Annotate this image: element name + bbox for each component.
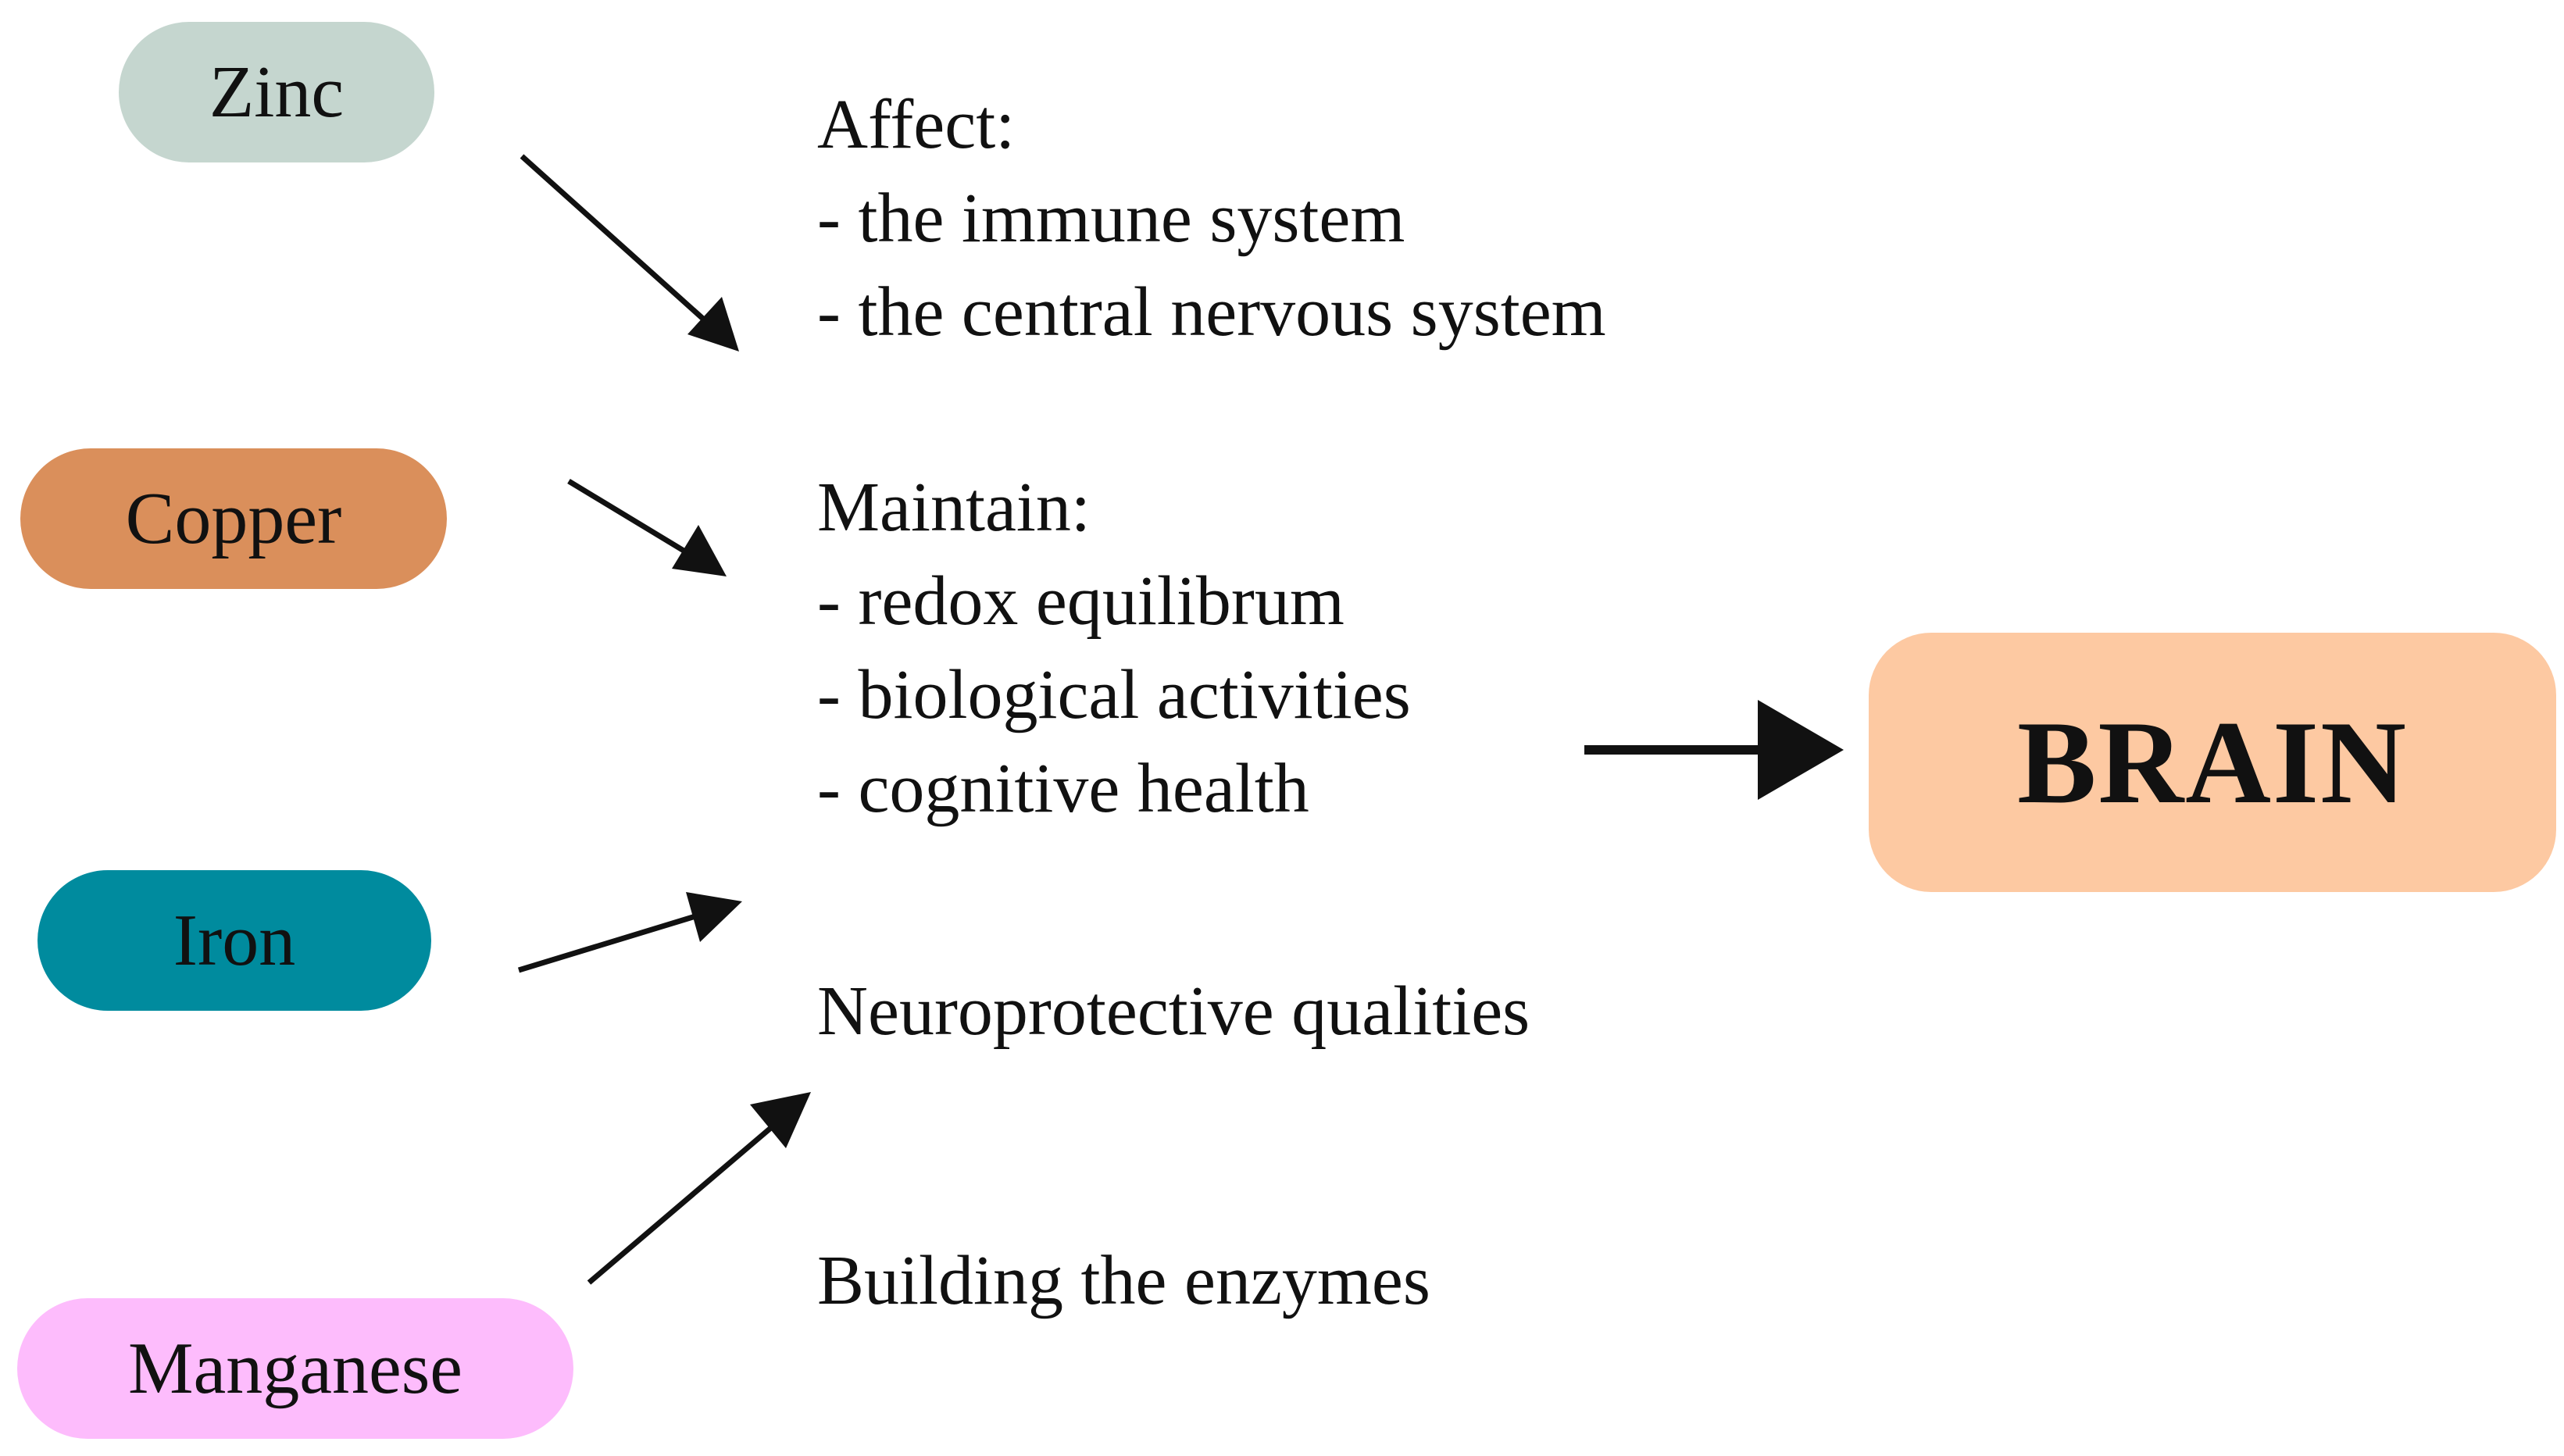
enzymes-label: Building the enzymes	[817, 1242, 1430, 1319]
manganese-label: Manganese	[127, 1328, 463, 1409]
affect-block: Affect: - the immune system - the centra…	[817, 78, 1606, 359]
copper-pill: Copper	[20, 448, 447, 589]
manganese-pill: Manganese	[17, 1298, 573, 1439]
maintain-block: Maintain: - redox equilibrum - biologica…	[817, 461, 1411, 836]
neuroprotective-label: Neuroprotective qualities	[817, 972, 1530, 1050]
arrow-zinc	[520, 154, 737, 349]
zinc-pill: Zinc	[119, 22, 434, 162]
arrowhead-zinc	[687, 297, 739, 352]
arrowhead-copper	[672, 525, 727, 576]
iron-label: Iron	[173, 900, 296, 981]
arrowhead-iron	[686, 892, 742, 942]
copper-label: Copper	[125, 478, 342, 559]
affect-heading: Affect:	[817, 86, 1016, 163]
arrowhead-to-brain	[1758, 700, 1844, 800]
iron-pill: Iron	[37, 870, 431, 1011]
maintain-item: - redox equilibrum	[817, 562, 1344, 640]
affect-item: - the central nervous system	[817, 273, 1606, 351]
arrow-iron	[517, 911, 705, 973]
maintain-item: - cognitive health	[817, 750, 1309, 827]
neuroprotective-text: Neuroprotective qualities	[817, 965, 1530, 1058]
maintain-heading: Maintain:	[817, 469, 1091, 546]
zinc-label: Zinc	[209, 52, 345, 133]
enzymes-text: Building the enzymes	[817, 1234, 1430, 1328]
arrow-manganese	[587, 1119, 780, 1285]
affect-item: - the immune system	[817, 180, 1405, 257]
arrow-copper	[567, 479, 705, 565]
brain-box: BRAIN	[1869, 633, 2556, 892]
brain-label: BRAIN	[2017, 697, 2408, 828]
arrowhead-manganese	[750, 1092, 811, 1148]
maintain-item: - biological activities	[817, 656, 1411, 733]
